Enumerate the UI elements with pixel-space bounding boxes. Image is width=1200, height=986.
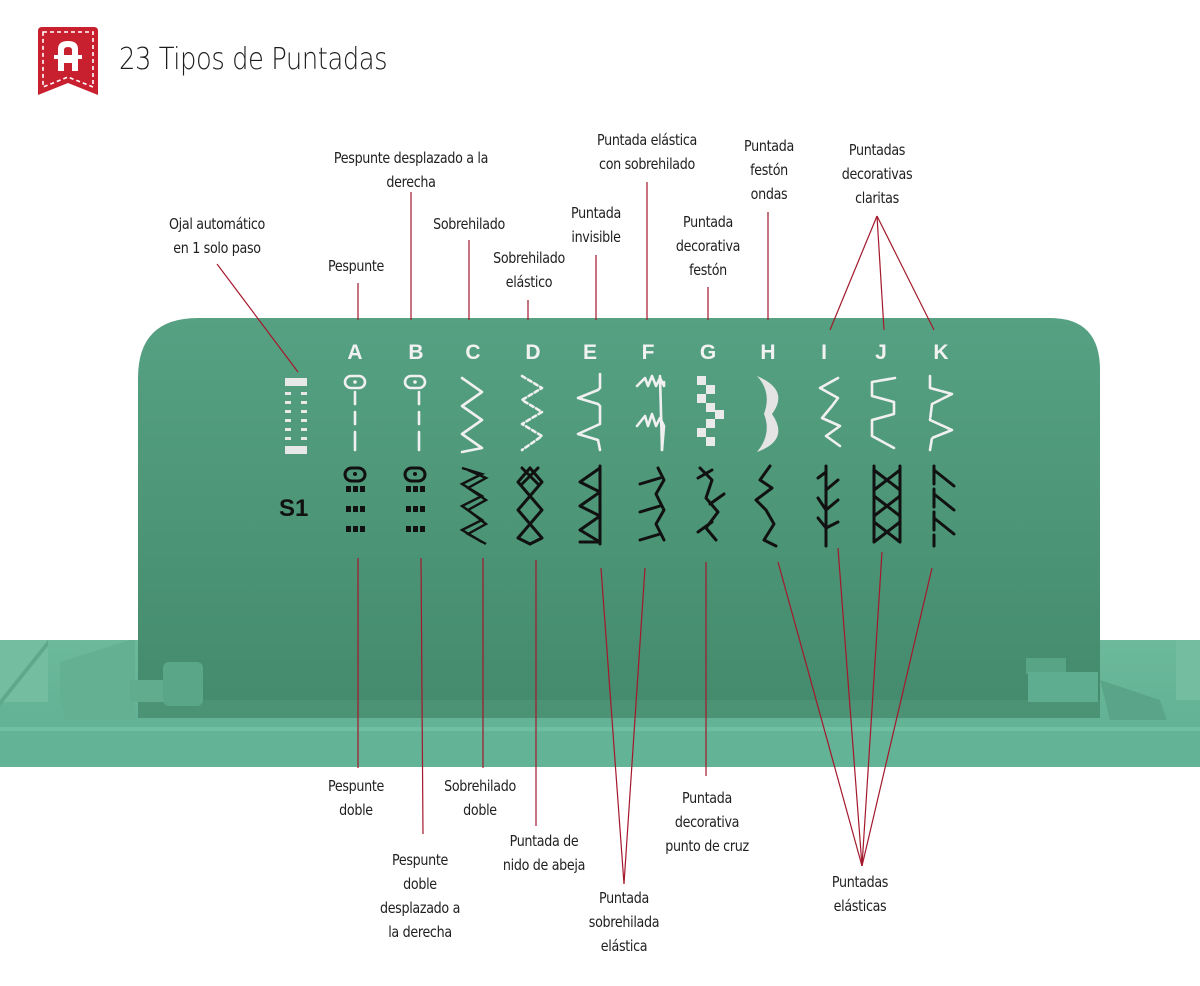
stitch-letter-j: J xyxy=(875,341,887,364)
label-sobrehilado: Sobrehilado xyxy=(433,215,505,233)
label-sobrehilada-elastica: Puntada sobrehilada elástica xyxy=(588,889,660,955)
label-decorativas-claritas: Puntadas decorativas claritas xyxy=(841,141,913,207)
leader-lines xyxy=(216,182,935,885)
label-pespunte-doble: Pespunte doble xyxy=(327,777,385,819)
stitch-letter-a: A xyxy=(347,341,363,364)
stitch-letter-g: G xyxy=(699,341,717,364)
label-puntada-invisible: Puntada invisible xyxy=(571,204,621,246)
stitch-letter-f: F xyxy=(641,341,655,364)
label-elastica-sobrehilado: Puntada elástica con sobrehilado xyxy=(596,131,698,173)
label-punto-cruz: Puntada decorativa punto de cruz xyxy=(665,789,749,855)
label-puntadas-elasticas: Puntadas elásticas xyxy=(831,873,889,915)
label-sobrehilado-doble: Sobrehilado doble xyxy=(444,777,516,819)
label-pespunte: Pespunte xyxy=(327,257,385,275)
label-ojal-automatico: Ojal automático en 1 solo paso xyxy=(168,215,266,257)
stitch-letter-k: K xyxy=(933,341,949,364)
stitch-letter-d: D xyxy=(525,341,541,364)
label-sobrehilado-elastico: Sobrehilado elástico xyxy=(493,249,565,291)
stitch-letter-c: C xyxy=(465,341,481,364)
stitch-letter-h: H xyxy=(760,341,776,364)
stitch-letter-b: B xyxy=(408,341,424,364)
label-pespunte-doble-desplazado: Pespunte doble desplazado a la derecha xyxy=(379,851,461,941)
label-pespunte-desplazado: Pespunte desplazado a la derecha xyxy=(333,149,489,191)
page-title: 23 Tipos de Puntadas xyxy=(119,42,388,77)
stitch-letter-i: I xyxy=(821,341,827,364)
label-nido-abeja: Puntada de nido de abeja xyxy=(502,832,586,874)
row-label-s1: S1 xyxy=(279,495,309,522)
label-decorativa-feston: Puntada decorativa festón xyxy=(675,213,741,279)
label-feston-ondas: Puntada festón ondas xyxy=(744,137,794,203)
stitch-letter-e: E xyxy=(582,341,597,364)
brand-logo-icon xyxy=(38,27,98,95)
